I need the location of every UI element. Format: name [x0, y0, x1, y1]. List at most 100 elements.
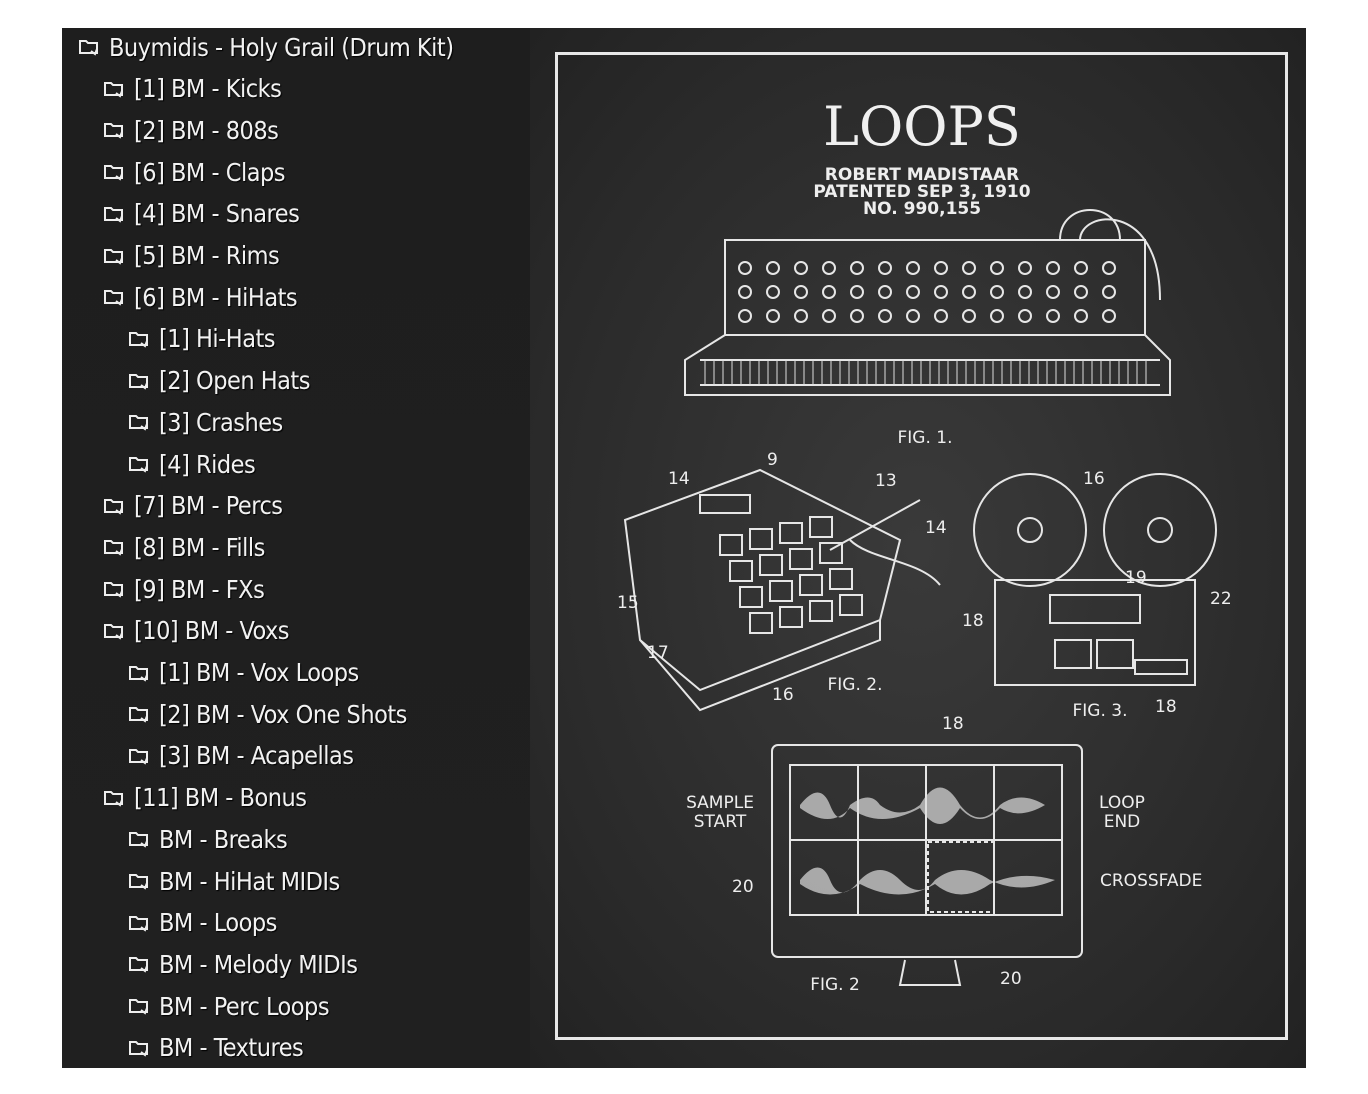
- folder-label: BM - Perc Loops: [159, 991, 330, 1021]
- folder-label: [6] BM - Claps: [134, 157, 285, 187]
- folder-icon: [129, 331, 148, 348]
- tape-recorder-drawing: [973, 473, 1217, 686]
- folder-label: [2] BM - 808s: [134, 115, 279, 145]
- tree-folder[interactable]: [4] Rides: [128, 447, 256, 481]
- folder-label: [5] BM - Rims: [134, 241, 280, 270]
- synth-knob: [906, 261, 920, 275]
- folder-label: [7] BM - Percs: [134, 491, 283, 521]
- folder-label: [4] Rides: [159, 449, 256, 479]
- folder-label: [2] Open Hats: [159, 366, 310, 396]
- sampler-pad: [749, 528, 773, 550]
- folder-icon: [104, 206, 123, 223]
- ref-number: 20: [1000, 969, 1022, 989]
- tree-folder[interactable]: BM - Perc Loops: [128, 989, 330, 1023]
- tree-folder[interactable]: [2] Open Hats: [128, 364, 310, 398]
- tree-folder[interactable]: [6] BM - HiHats: [103, 280, 298, 314]
- chalkboard-poster: [530, 28, 1306, 1068]
- synth-knob: [878, 309, 892, 323]
- fig4-label: FIG. 2: [810, 975, 860, 995]
- folder-label: BM - Textures: [159, 1033, 304, 1063]
- tree-folder[interactable]: [9] BM - FXs: [103, 572, 265, 606]
- monitor-drawing: [771, 744, 1083, 986]
- sampler-pad: [789, 548, 813, 570]
- tree-folder[interactable]: BM - Loops: [128, 906, 277, 940]
- sampler-pad: [829, 568, 853, 590]
- fig1-label: FIG. 1.: [898, 428, 953, 448]
- sampler-drawing: [623, 468, 941, 712]
- tree-folder[interactable]: [10] BM - Voxs: [103, 614, 290, 648]
- folder-label: [8] BM - Fills: [134, 532, 265, 562]
- synth-knob: [1046, 285, 1060, 299]
- poster-subtitle-2: PATENTED SEP 3, 1910: [813, 182, 1030, 202]
- synth-knob: [878, 261, 892, 275]
- folder-tree: Buymidis - Holy Grail (Drum Kit) [1] BM -…: [62, 28, 530, 1068]
- tree-folder[interactable]: [11] BM - Bonus: [103, 781, 307, 815]
- folder-icon: [104, 790, 123, 807]
- synth-knob: [906, 285, 920, 299]
- folder-icon: [129, 748, 148, 765]
- tree-folder[interactable]: [2] BM - 808s: [103, 113, 279, 147]
- ref-number: 19: [1125, 568, 1147, 588]
- poster-border: [555, 52, 1288, 1040]
- tree-folder[interactable]: [3] BM - Acapellas: [128, 739, 354, 773]
- folder-icon: [129, 1040, 148, 1057]
- folder-label: [4] BM - Snares: [134, 199, 300, 229]
- synth-knob: [1102, 309, 1116, 323]
- synth-knob: [794, 285, 808, 299]
- synth-knob: [822, 309, 836, 323]
- tree-folder[interactable]: [5] BM - Rims: [103, 239, 280, 273]
- tree-folder[interactable]: BM - Textures: [128, 1031, 304, 1065]
- synth-knob: [990, 285, 1004, 299]
- tree-folder[interactable]: [2] BM - Vox One Shots: [128, 697, 407, 731]
- tree-folder[interactable]: [1] Hi-Hats: [128, 322, 276, 356]
- tree-folder[interactable]: [1] BM - Kicks: [103, 72, 282, 106]
- tree-folder[interactable]: [8] BM - Fills: [103, 530, 265, 564]
- ref-number: 16: [1083, 469, 1105, 489]
- tree-folder[interactable]: BM - HiHat MIDIs: [128, 864, 340, 898]
- folder-icon: [104, 248, 123, 265]
- folder-icon: [129, 999, 148, 1015]
- tree-folder[interactable]: [3] Crashes: [128, 405, 283, 439]
- sampler-pad: [779, 522, 803, 544]
- tree-folder[interactable]: BM - Breaks: [128, 822, 288, 856]
- synth-knob: [934, 261, 948, 275]
- synth-knob: [850, 261, 864, 275]
- sampler-pad: [729, 560, 753, 582]
- synth-knob: [934, 309, 948, 323]
- folder-icon: [104, 123, 123, 139]
- folder-icon: [104, 582, 123, 598]
- synth-knob: [738, 261, 752, 275]
- folder-icon: [104, 290, 123, 306]
- tree-folder[interactable]: [6] BM - Claps: [103, 155, 285, 189]
- tree-folder[interactable]: [1] BM - Vox Loops: [128, 656, 359, 690]
- sampler-pad: [769, 580, 793, 602]
- sampler-pad: [759, 554, 783, 576]
- ref-number: 15: [617, 593, 639, 613]
- synth-knob: [822, 261, 836, 275]
- ref-number: 18: [962, 611, 984, 631]
- tree-folder[interactable]: [7] BM - Percs: [103, 489, 283, 523]
- tree-folder[interactable]: BM - Melody MIDIs: [128, 947, 358, 981]
- folder-icon: [104, 165, 123, 181]
- sample-start-label-2: START: [694, 812, 747, 832]
- synth-knob: [1102, 261, 1116, 275]
- folder-icon: [129, 373, 148, 390]
- folder-label: BM - Breaks: [159, 824, 288, 854]
- folder-label: [1] BM - Kicks: [134, 74, 282, 104]
- sampler-pad: [809, 516, 833, 538]
- synth-knob: [1074, 285, 1088, 299]
- synth-knob: [990, 309, 1004, 323]
- sampler-pad: [779, 606, 803, 628]
- synth-knob: [794, 261, 808, 275]
- poster-subtitle-3: NO. 990,155: [863, 199, 981, 219]
- ref-number: 14: [668, 469, 690, 489]
- tree-folder[interactable]: [4] BM - Snares: [103, 197, 300, 231]
- synth-knob: [990, 261, 1004, 275]
- sampler-pad: [739, 586, 763, 608]
- folder-label: Buymidis - Holy Grail (Drum Kit): [109, 32, 454, 62]
- folder-label: [9] BM - FXs: [134, 574, 265, 604]
- synth-knob: [1074, 309, 1088, 323]
- tree-root-folder[interactable]: Buymidis - Holy Grail (Drum Kit): [78, 30, 454, 64]
- synth-knob: [766, 285, 780, 299]
- synth-knob: [1102, 285, 1116, 299]
